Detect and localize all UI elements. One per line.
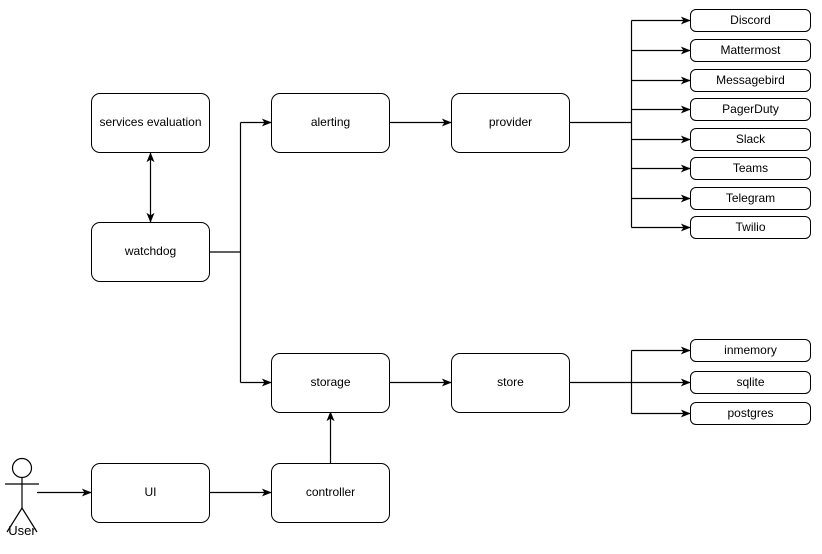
node-store[interactable]: store	[451, 353, 570, 413]
node-provider-telegram[interactable]: Telegram	[690, 187, 811, 210]
node-services-evaluation[interactable]: services evaluation	[91, 93, 210, 153]
node-provider-slack[interactable]: Slack	[690, 128, 811, 151]
node-store-label: store	[497, 375, 524, 390]
actor-left-leg-icon	[6, 507, 23, 533]
node-ui-label: UI	[144, 485, 157, 500]
actor-right-leg-icon	[21, 507, 38, 533]
node-provider[interactable]: provider	[451, 93, 570, 153]
node-alerting[interactable]: alerting	[271, 93, 390, 153]
actor-head-icon	[11, 457, 33, 479]
node-storage-label: storage	[310, 375, 351, 390]
node-provider-discord[interactable]: Discord	[690, 9, 811, 32]
node-watchdog-label: watchdog	[124, 244, 177, 259]
node-provider-mattermost-label: Mattermost	[720, 42, 781, 57]
node-controller[interactable]: controller	[271, 463, 390, 523]
node-provider-slack-label: Slack	[735, 131, 766, 146]
node-provider-twilio[interactable]: Twilio	[690, 216, 811, 239]
node-store-inmemory-label: inmemory	[724, 342, 777, 357]
node-provider-telegram-label: Telegram	[725, 190, 776, 205]
node-provider-mattermost[interactable]: Mattermost	[690, 39, 811, 62]
node-provider-teams-label: Teams	[732, 160, 769, 175]
node-alerting-label: alerting	[310, 115, 351, 130]
node-watchdog[interactable]: watchdog	[91, 222, 210, 282]
node-store-postgres-label: postgres	[727, 405, 774, 420]
node-provider-discord-label: Discord	[730, 12, 771, 27]
node-provider-teams[interactable]: Teams	[690, 157, 811, 180]
node-provider-pagerduty[interactable]: PagerDuty	[690, 98, 811, 121]
node-provider-messagebird-label: Messagebird	[716, 72, 785, 87]
node-store-sqlite[interactable]: sqlite	[690, 371, 811, 394]
node-provider-pagerduty-label: PagerDuty	[722, 101, 779, 116]
node-store-inmemory[interactable]: inmemory	[690, 339, 811, 362]
node-services-evaluation-label: services evaluation	[99, 115, 202, 130]
node-store-sqlite-label: sqlite	[736, 374, 765, 389]
node-storage[interactable]: storage	[271, 353, 390, 413]
node-controller-label: controller	[305, 485, 356, 500]
node-provider-messagebird[interactable]: Messagebird	[690, 69, 811, 92]
node-provider-label: provider	[488, 115, 533, 130]
node-ui[interactable]: UI	[91, 463, 210, 523]
node-store-postgres[interactable]: postgres	[690, 402, 811, 425]
node-provider-twilio-label: Twilio	[735, 219, 766, 234]
actor-user-label: User	[8, 523, 36, 538]
